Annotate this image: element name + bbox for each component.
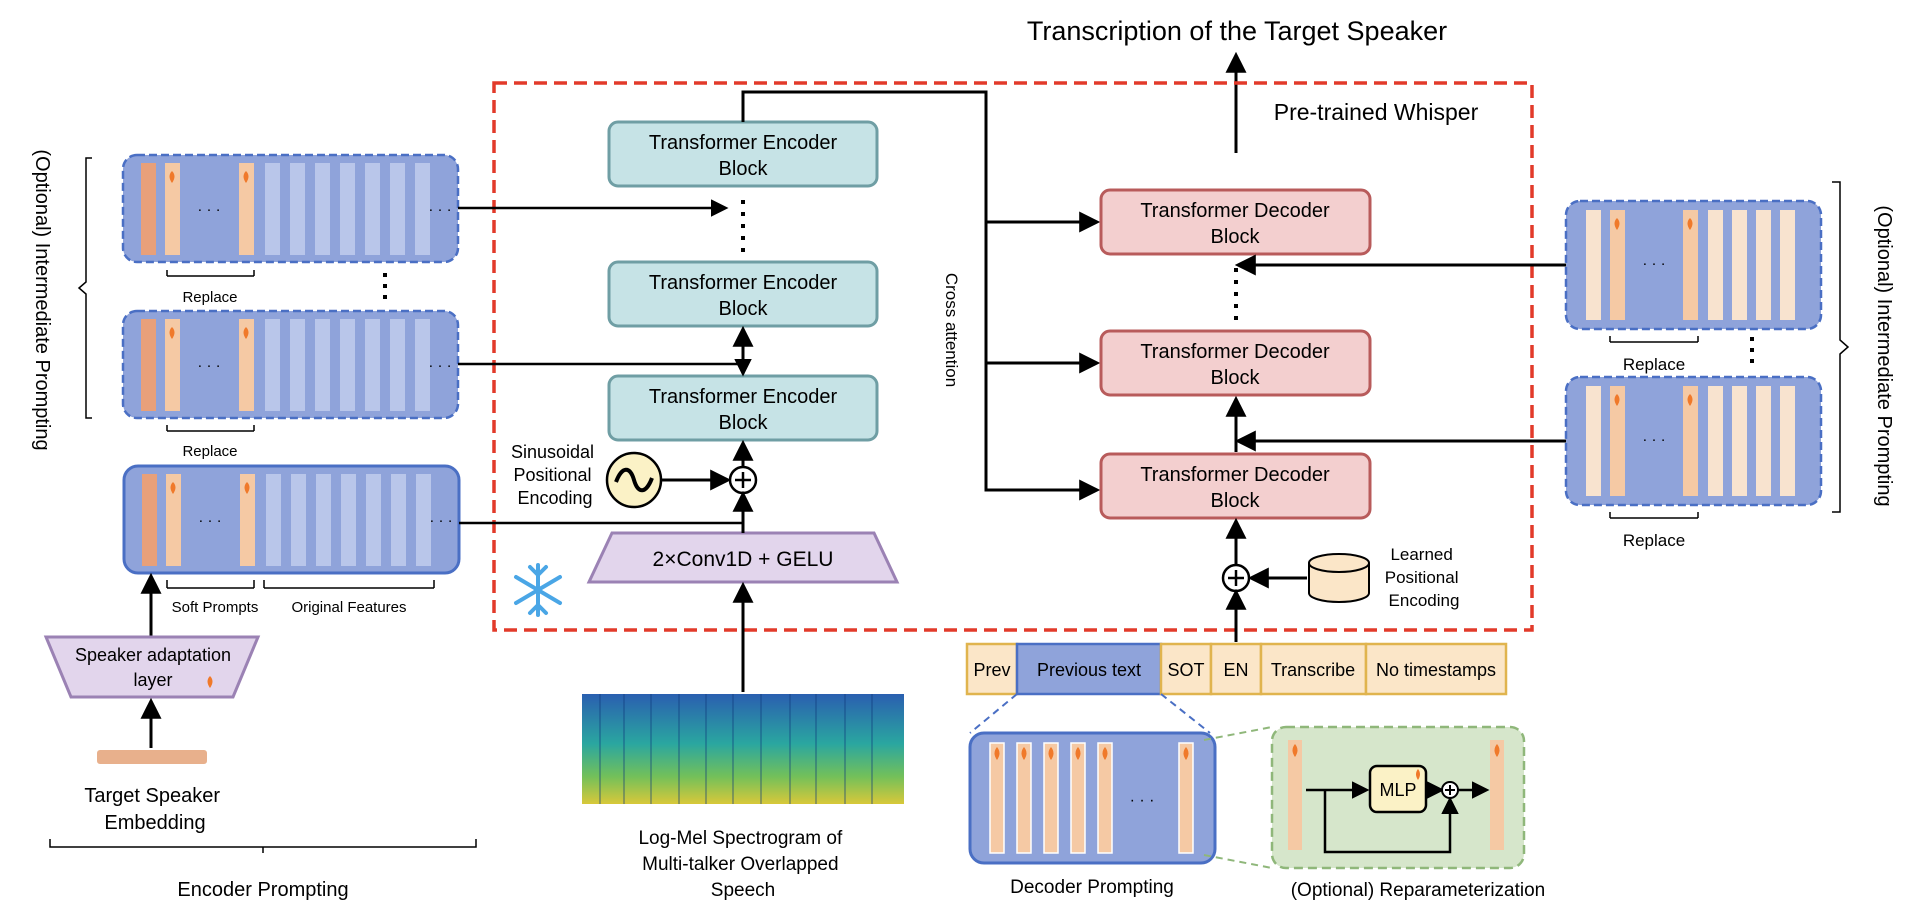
conv-layer: 2×Conv1D + GELU: [586, 531, 900, 584]
learned-pos-label: Learned Positional Encoding: [1385, 545, 1463, 610]
svg-text:· · ·: · · ·: [428, 357, 451, 374]
replace-label-2: Replace: [182, 443, 237, 460]
svg-text:· · ·: · · ·: [1130, 792, 1155, 809]
svg-text:· · ·: · · ·: [1642, 255, 1665, 272]
replace-label-1: Replace: [182, 289, 237, 306]
svg-text:2×Conv1D + GELU: 2×Conv1D + GELU: [653, 548, 834, 571]
speaker-adaptation-layer: Speaker adaptation layer: [43, 635, 261, 699]
encoder-prompting-label: Encoder Prompting: [177, 879, 348, 901]
encoder-block-middle: Transformer Encoder Block: [607, 260, 879, 328]
svg-text:Block: Block: [719, 412, 769, 434]
speaker-embedding-bar: [97, 750, 207, 764]
output-title: Transcription of the Target Speaker: [1027, 16, 1447, 46]
encoder-intermediate-prompt-2: · · · · · ·: [121, 309, 460, 420]
reparam-box: MLP: [1270, 725, 1526, 870]
svg-text:SOT: SOT: [1167, 660, 1204, 680]
original-features-label: Original Features: [291, 599, 406, 616]
svg-text:· · ·: · · ·: [198, 512, 221, 529]
svg-text:Transformer Encoder: Transformer Encoder: [649, 132, 838, 154]
encoder-block-bottom: Transformer Encoder Block: [607, 374, 879, 442]
decoder-block-bottom: Transformer Decoder Block: [1099, 452, 1372, 520]
svg-text:EN: EN: [1223, 660, 1248, 680]
svg-text:Transformer Decoder: Transformer Decoder: [1140, 464, 1330, 486]
token-row: Prev Previous text SOT EN Transcribe No …: [965, 642, 1508, 696]
svg-text:Previous text: Previous text: [1037, 660, 1141, 680]
svg-text:· · ·: · · ·: [428, 201, 451, 218]
svg-text:· · ·: · · ·: [1642, 431, 1665, 448]
svg-text:Transcribe: Transcribe: [1271, 660, 1355, 680]
svg-text:Transformer Decoder: Transformer Decoder: [1140, 200, 1330, 222]
database-icon: [1308, 553, 1370, 603]
svg-text:No timestamps: No timestamps: [1376, 660, 1496, 680]
replace-label-3: Replace: [1623, 355, 1685, 374]
replace-label-4: Replace: [1623, 531, 1685, 550]
svg-text:Block: Block: [1211, 367, 1261, 389]
svg-text:Block: Block: [719, 298, 769, 320]
svg-text:Transformer Encoder: Transformer Encoder: [649, 386, 838, 408]
svg-text:· · ·: · · ·: [197, 201, 220, 218]
decoder-intermediate-prompt-2: · · ·: [1564, 375, 1823, 507]
encoder-intermediate-prompt-1: · · · · · ·: [121, 153, 460, 264]
encoder-prompting-brace: [49, 839, 477, 853]
spectrogram-image: [582, 694, 904, 804]
svg-text:Block: Block: [1211, 490, 1261, 512]
soft-prompts-label: Soft Prompts: [172, 599, 259, 616]
spectrogram-label: Log-Mel Spectrogram of Multi-talker Over…: [638, 828, 847, 901]
svg-text:Prev: Prev: [973, 660, 1010, 680]
decoder-prompting-label: Decoder Prompting: [1010, 877, 1174, 898]
svg-text:layer: layer: [133, 670, 172, 690]
encoder-prompt-main: · · · · · ·: [122, 464, 461, 575]
whisper-boundary: [492, 81, 1534, 632]
decoder-intermediate-prompt-1: · · ·: [1564, 199, 1823, 331]
right-intermediate-label: (Optional) Intermediate Prompting: [1873, 205, 1895, 506]
frozen-snowflake-icon: [514, 563, 562, 617]
svg-text:Transformer Decoder: Transformer Decoder: [1140, 341, 1330, 363]
decoder-block-middle: Transformer Decoder Block: [1099, 329, 1372, 397]
svg-text:Block: Block: [719, 158, 769, 180]
decoder-prompt-box: · · ·: [968, 731, 1217, 865]
sinusoidal-label: Sinusoidal Positional Encoding: [511, 442, 599, 508]
svg-text:Block: Block: [1211, 226, 1261, 248]
whisper-label: Pre-trained Whisper: [1274, 99, 1479, 125]
svg-text:Speaker adaptation: Speaker adaptation: [75, 645, 231, 665]
svg-text:· · ·: · · ·: [197, 357, 220, 374]
reparam-label: (Optional) Reparameterization: [1291, 880, 1546, 901]
left-intermediate-brace: [77, 157, 92, 419]
right-intermediate-brace: [1832, 181, 1850, 513]
cross-attention-label: Cross attention: [942, 273, 961, 387]
svg-text:· · ·: · · ·: [429, 512, 452, 529]
decoder-block-top: Transformer Decoder Block: [1099, 188, 1372, 256]
encoder-block-top: Transformer Encoder Block: [607, 120, 879, 188]
target-speaker-label: Target Speaker Embedding: [84, 785, 225, 834]
svg-text:MLP: MLP: [1379, 780, 1416, 800]
svg-text:Transformer Encoder: Transformer Encoder: [649, 272, 838, 294]
left-intermediate-label: (Optional) Intermediate Prompting: [31, 149, 53, 450]
